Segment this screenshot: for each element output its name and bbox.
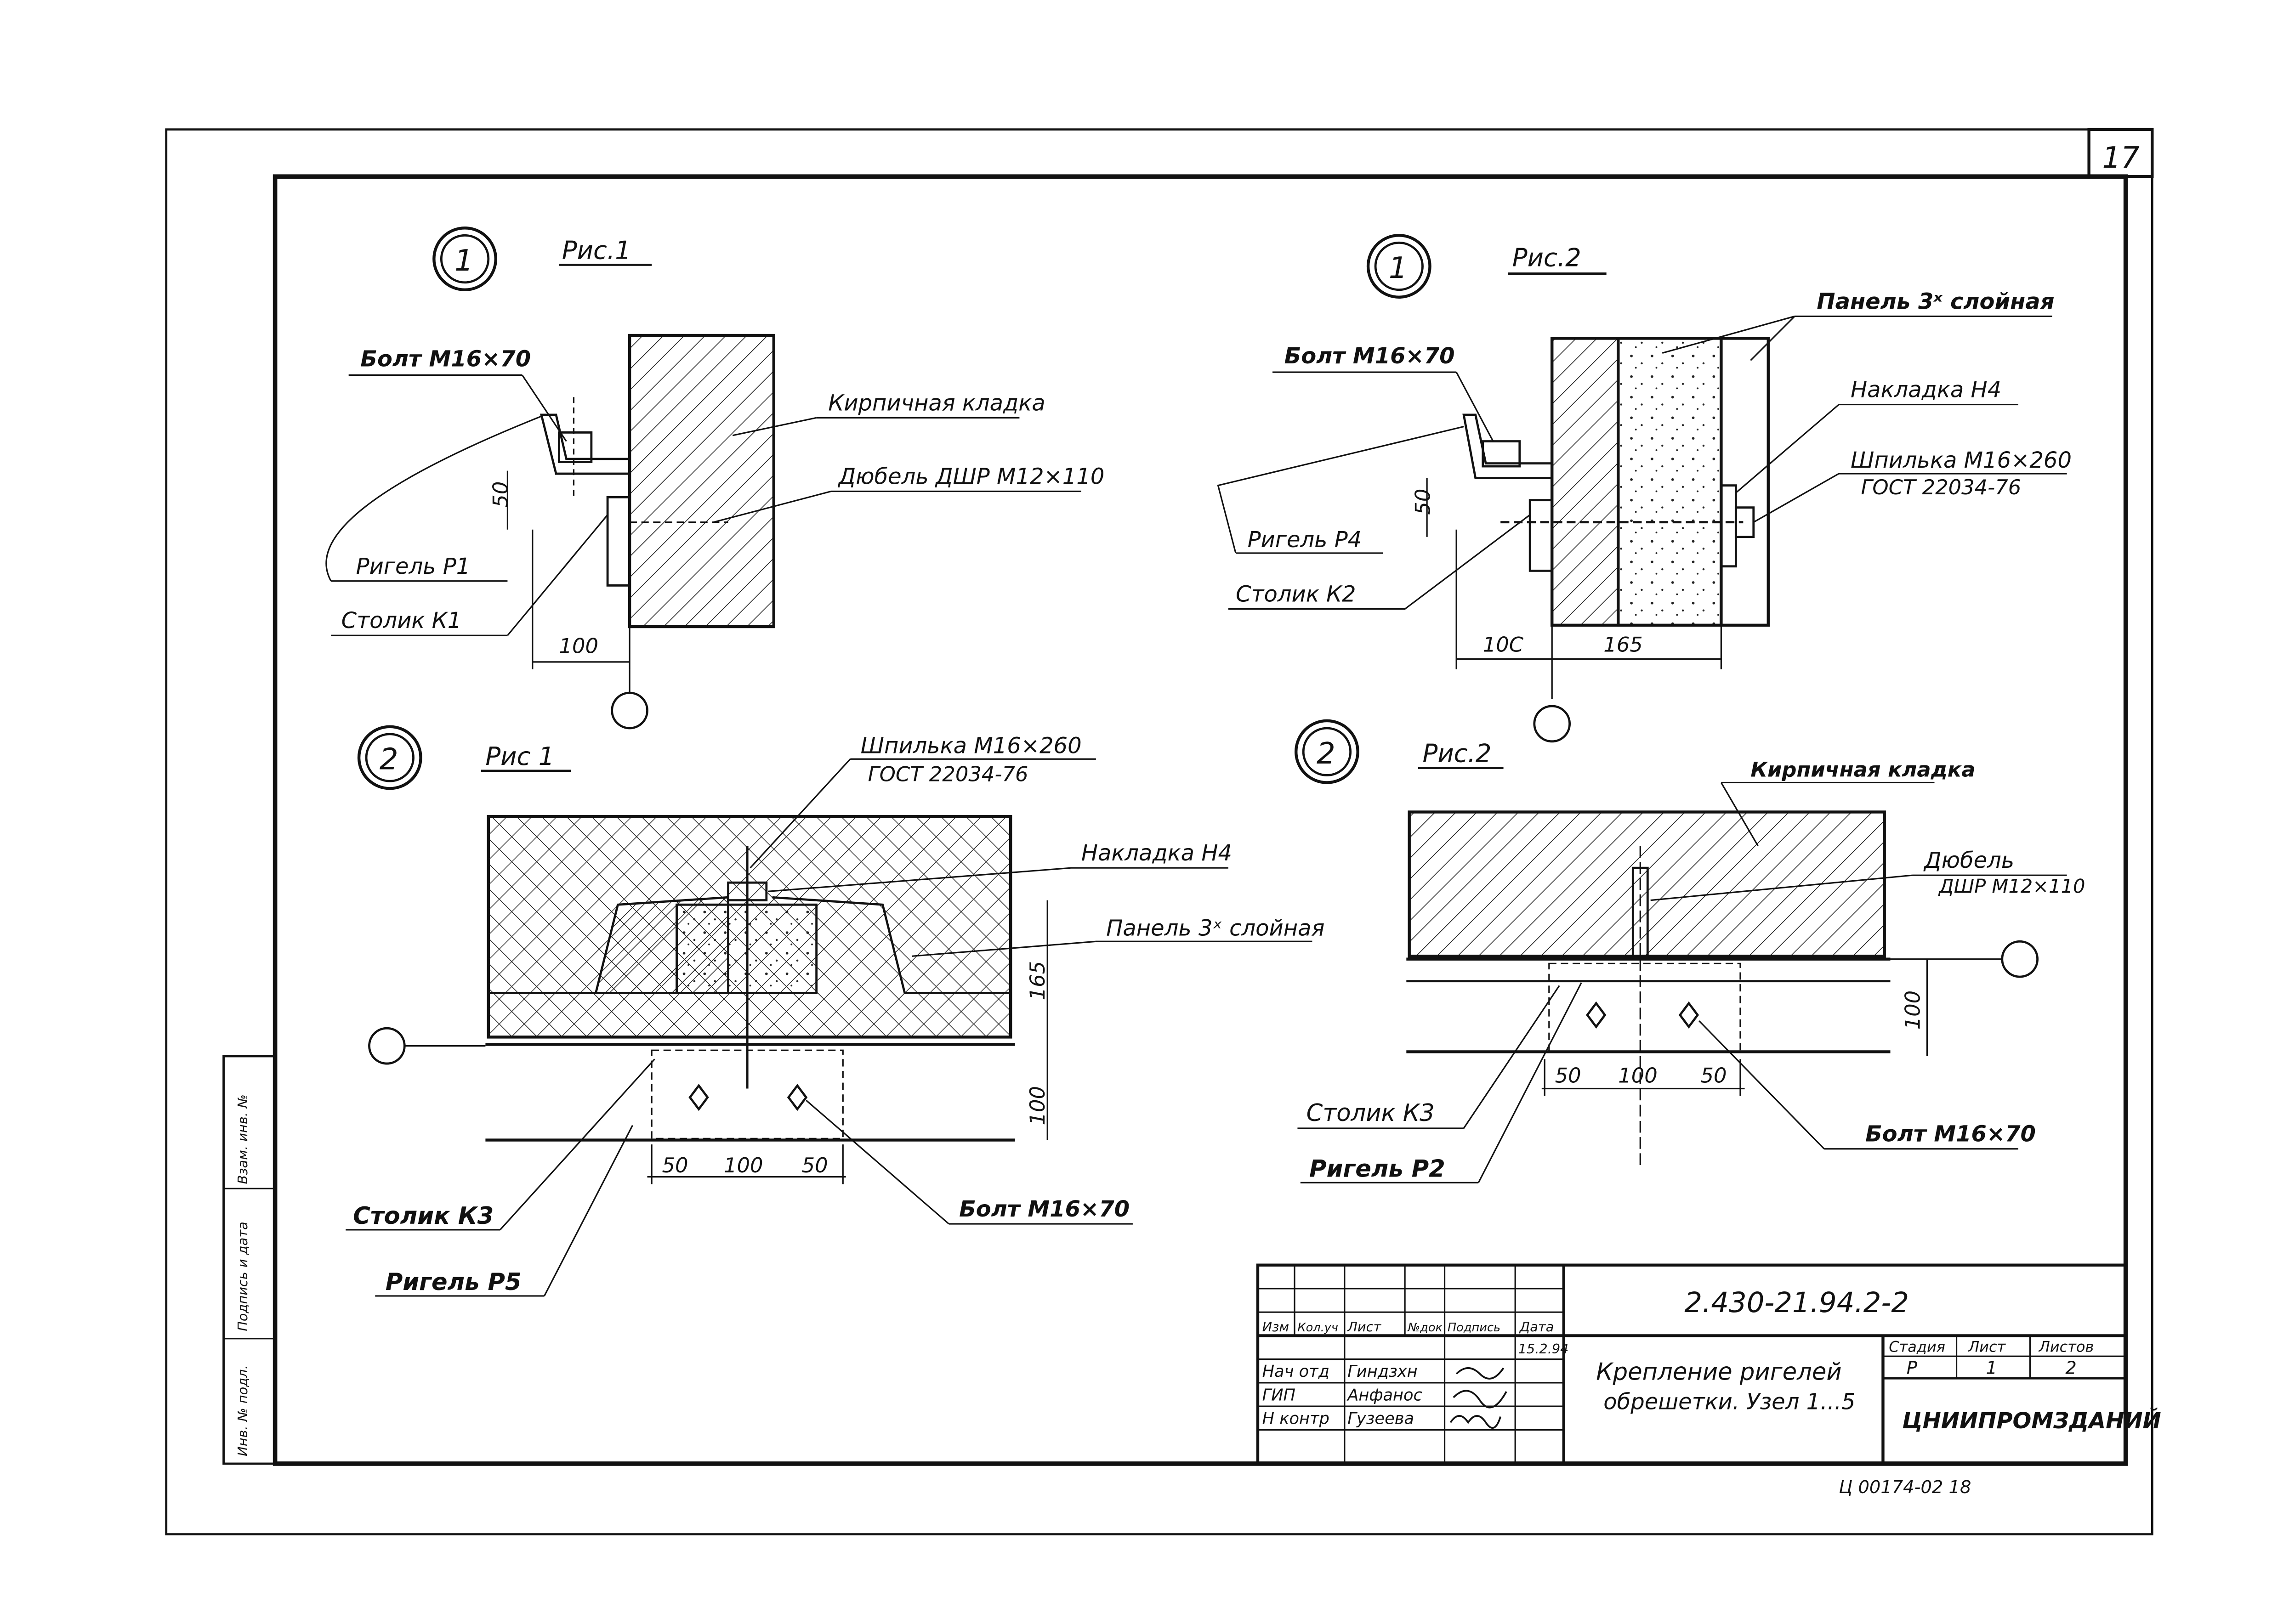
dim-b: 100 — [724, 1153, 763, 1177]
label-bolt: Болт М16×70 — [1284, 343, 1455, 369]
label-bracket: Столик К3 — [353, 1202, 494, 1230]
stamp-signature: Подпись и дата — [235, 1222, 250, 1331]
marker-number: 2 — [1317, 737, 1335, 771]
sheet-frame — [165, 128, 2154, 1536]
label-beam: Ригель Р2 — [1309, 1155, 1445, 1183]
axis-circle — [2001, 940, 2039, 978]
dim-width-1: 10С — [1483, 632, 1524, 656]
dim-a: 50 — [1555, 1064, 1581, 1088]
fig-label: Рис.1 — [562, 236, 631, 265]
fig-label: Рис.2 — [1423, 739, 1492, 768]
doc-code: 2.430-21.94.2-2 — [1684, 1287, 1909, 1319]
stamp-inventory: Инв. № подл. — [235, 1365, 250, 1456]
role-2: ГИП — [1262, 1386, 1295, 1404]
label-stud: Шпилька М16×260 — [861, 733, 1082, 758]
detail-1-fig1: 1 Рис.1 50 100 Болт М16×70 Кирпичная кла… — [325, 226, 1105, 730]
dim-c: 50 — [802, 1153, 828, 1177]
dim-height: 50 — [488, 481, 512, 508]
side-stamp: Взам. инв. № Подпись и дата Инв. № подл. — [222, 1055, 277, 1465]
detail-2-fig1: 2 Рис 1 50 100 50 165 100 Шпилька М16×26… — [346, 725, 1324, 1297]
label-plate: Накладка Н4 — [1851, 377, 2001, 403]
marker-number: 1 — [1389, 251, 1408, 285]
label-masonry: Кирпичная кладка — [1750, 758, 1975, 782]
dim-c: 50 — [1701, 1064, 1727, 1088]
sheet-label: Лист — [1968, 1338, 2006, 1356]
label-bracket: Столик К1 — [341, 608, 462, 634]
dim-v1: 165 — [1025, 961, 1050, 1001]
panel-section — [487, 815, 1012, 1039]
dim-width-2: 165 — [1603, 632, 1643, 656]
axis-circle — [611, 691, 648, 730]
title-line-2: обрешетки. Узел 1...5 — [1603, 1389, 1855, 1415]
sign-date: 15.2.94 — [1518, 1341, 1569, 1357]
org-name: ЦНИИПРОМЗДАНИЙ — [1902, 1408, 2161, 1434]
label-gost: ГОСТ 22034-76 — [1861, 475, 2021, 499]
hdr-signature: Подпись — [1448, 1321, 1500, 1335]
label-dowel: Дюбель ДШР М12×110 — [838, 464, 1105, 489]
hdr-docno: №док — [1407, 1321, 1443, 1335]
name-1: Гиндзхн — [1347, 1362, 1417, 1381]
sheet-value: 1 — [1986, 1358, 1997, 1379]
role-1: Нач отд — [1262, 1362, 1329, 1381]
label-masonry: Кирпичная кладка — [828, 390, 1045, 416]
axis-circle — [1533, 705, 1571, 743]
insulation-layer — [1617, 337, 1723, 627]
detail-marker — [432, 226, 497, 291]
label-plate: Накладка Н4 — [1081, 840, 1232, 866]
stage-value: Р — [1907, 1358, 1918, 1379]
label-beam: Ригель Р5 — [386, 1268, 522, 1296]
outer-layer — [1720, 337, 1770, 627]
label-panel: Панель 3ˣ слойная — [1106, 915, 1324, 941]
signatures — [1449, 1367, 1507, 1429]
marker-number: 1 — [454, 244, 473, 278]
label-beam: Ригель Р4 — [1248, 527, 1362, 553]
hdr-date: Дата — [1519, 1319, 1554, 1335]
label-gost: ГОСТ 22034-76 — [868, 762, 1028, 786]
label-bracket: Столик К2 — [1236, 582, 1356, 607]
label-beam: Ригель Р1 — [356, 554, 471, 579]
sheets-label: Листов — [2039, 1338, 2094, 1356]
masonry-wall — [628, 334, 776, 628]
dim-v2: 100 — [1025, 1086, 1050, 1126]
hdr-sheet: Лист — [1347, 1319, 1381, 1335]
archive-code: Ц 00174-02 18 — [1839, 1477, 1971, 1498]
marker-number: 2 — [380, 743, 398, 777]
detail-1-fig2: 1 Рис.2 50 10С 165 Панель 3ˣ слойная Бол… — [1217, 234, 2072, 743]
label-bolt: Болт М16×70 — [360, 346, 531, 372]
label-bracket: Столик К3 — [1306, 1099, 1435, 1127]
stamp-replaced: Взам. инв. № — [235, 1094, 250, 1184]
name-2: Анфанос — [1346, 1386, 1422, 1404]
title-block — [1256, 1263, 2127, 1466]
role-3: Н контр — [1262, 1409, 1329, 1428]
dim-v: 100 — [1901, 990, 1925, 1030]
label-bolt: Болт М16×70 — [1865, 1121, 2036, 1147]
name-3: Гузеева — [1347, 1409, 1414, 1428]
label-bolt: Болт М16×70 — [959, 1196, 1130, 1222]
hdr-change: Изм — [1262, 1319, 1289, 1335]
stage-label: Стадия — [1889, 1338, 1945, 1356]
label-dowel: Дюбель — [1923, 848, 2014, 873]
title-line-1: Крепление ригелей — [1596, 1358, 1841, 1386]
fig-label: Рис.2 — [1512, 243, 1581, 272]
brick-layer — [1551, 337, 1620, 627]
fig-label: Рис 1 — [485, 741, 554, 771]
dim-height: 50 — [1411, 489, 1435, 515]
detail-2-fig2: 2 Рис.2 50 100 50 100 Кирпичная кладка Д… — [1295, 719, 2085, 1184]
label-panel: Панель 3ˣ слойная — [1817, 289, 2054, 314]
hdr-count: Кол.уч — [1297, 1321, 1338, 1335]
sheet-number: 17 — [2102, 141, 2140, 175]
dim-b: 100 — [1618, 1064, 1658, 1088]
dim-width: 100 — [559, 634, 598, 658]
label-stud: Шпилька М16×260 — [1851, 447, 2072, 473]
sheets-value: 2 — [2065, 1358, 2076, 1379]
dim-a: 50 — [662, 1153, 688, 1177]
axis-circle — [368, 1027, 406, 1065]
label-dowel-type: ДШР М12×110 — [1938, 875, 2085, 898]
